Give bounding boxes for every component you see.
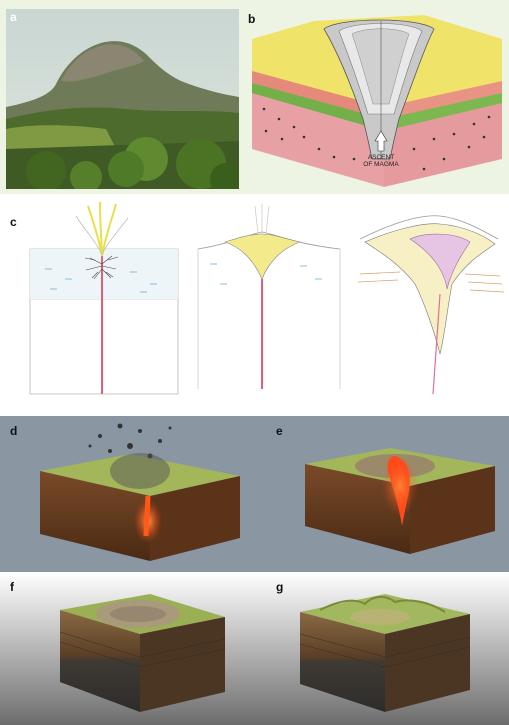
panel-f-g-background: [0, 572, 509, 725]
block-e: [305, 448, 495, 554]
volcanic-hill-photo: [6, 9, 239, 189]
block-f: [60, 594, 225, 712]
ascent-caption-line1: ASCENT: [356, 154, 406, 161]
panel-label-a: a: [10, 10, 17, 24]
panel-b-block-diagram: ASCENT OF MAGMA: [244, 9, 506, 189]
panel-label-b: b: [248, 12, 255, 26]
ascent-caption: ASCENT OF MAGMA: [356, 154, 406, 168]
sketch-sequence: [0, 194, 509, 416]
ascent-caption-line2: OF MAGMA: [356, 161, 406, 168]
sketch-3: [358, 216, 504, 394]
sketch-1: [30, 202, 178, 394]
magma-blocks: [0, 416, 509, 572]
panel-label-f: f: [10, 580, 14, 594]
panel-label-g: g: [276, 580, 283, 594]
panel-label-d: d: [10, 424, 17, 438]
panel-a-photo: [6, 9, 239, 189]
panel-label-c: c: [10, 215, 17, 229]
panel-label-e: e: [276, 424, 283, 438]
eroded-blocks: [0, 572, 509, 725]
panel-c-sketches: [0, 194, 509, 416]
block-g: [300, 594, 470, 712]
panel-d-e-background: [0, 416, 509, 572]
block-d: [40, 424, 240, 562]
sketch-2: [198, 204, 340, 389]
